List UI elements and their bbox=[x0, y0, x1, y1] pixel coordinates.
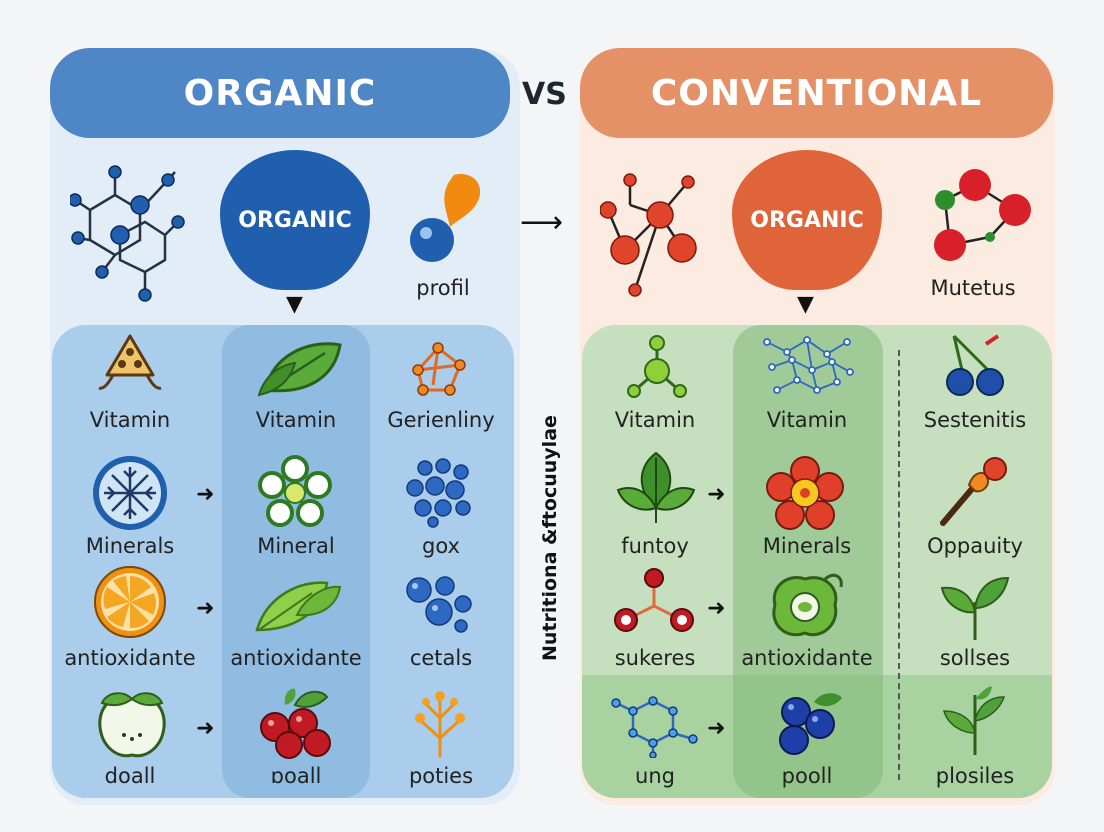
torch-icon bbox=[940, 457, 1007, 526]
leaf-icon bbox=[257, 342, 342, 397]
red-molecule-icon bbox=[600, 173, 697, 297]
conventional-cell-label: antioxidante bbox=[741, 646, 873, 670]
down-arrow-icon: ▼ bbox=[797, 292, 814, 317]
right-arrow-icon: ➜ bbox=[196, 482, 215, 507]
green-leaves-icon bbox=[616, 451, 696, 523]
vs-label: VS bbox=[522, 77, 567, 112]
conventional-cell-label: Vitamin bbox=[614, 408, 696, 432]
conventional-cell-label: pooll bbox=[781, 764, 833, 788]
conventional-cell-label: funtoy bbox=[621, 534, 689, 558]
organic-blob: ORGANIC bbox=[220, 150, 370, 290]
conventional-cell-label: Minerals bbox=[762, 534, 852, 558]
seed-pod-icon bbox=[772, 573, 843, 637]
organic-cell-label: Gerienliny bbox=[387, 408, 495, 432]
organic-cell-label: poties bbox=[408, 764, 474, 788]
right-arrow-icon: ➜ bbox=[196, 716, 215, 741]
conventional-cell-label: Oppauity bbox=[927, 534, 1023, 558]
conventional-blob: ORGANIC bbox=[732, 150, 882, 290]
down-arrow-icon: ▼ bbox=[286, 292, 303, 317]
blue-network-icon bbox=[763, 336, 854, 394]
droplet-bubbles-icon bbox=[410, 174, 481, 262]
berries-icon bbox=[260, 688, 331, 759]
young-plant-icon bbox=[943, 686, 1006, 755]
organic-cell-label: Mineral bbox=[257, 534, 335, 558]
organic-cell-label: doall bbox=[104, 764, 156, 788]
conventional-cell-label: sollses bbox=[939, 646, 1011, 670]
right-arrow-icon: ➜ bbox=[196, 596, 215, 621]
right-arrow-icon: ➜ bbox=[707, 482, 726, 507]
conventional-cell-label: Vitamin bbox=[766, 408, 848, 432]
organic-blob-label: ORGANIC bbox=[238, 207, 352, 233]
red-flower-icon bbox=[766, 456, 844, 530]
organic-cell-label: cetals bbox=[409, 646, 473, 670]
conventional-header: CONVENTIONAL bbox=[580, 48, 1053, 138]
branch-sprout-icon bbox=[415, 691, 465, 758]
white-flower-icon bbox=[258, 455, 332, 527]
conventional-cell-label: ung bbox=[635, 764, 675, 788]
conventional-cell-label: sukeres bbox=[614, 646, 696, 670]
organic-cell-label: Vitamin bbox=[89, 408, 171, 432]
red-green-molecule-icon bbox=[934, 169, 1031, 261]
organic-header: ORGANIC bbox=[50, 48, 510, 138]
green-molecule-icon bbox=[627, 335, 687, 398]
organic-cell-label: gox bbox=[422, 534, 460, 558]
orange-slice-icon bbox=[94, 566, 166, 638]
mutetus-label: Mutetus bbox=[930, 276, 1016, 300]
leaves-icon bbox=[255, 581, 342, 632]
conventional-cell-label: Sestenitis bbox=[923, 408, 1027, 432]
organic-cell-label: Minerals bbox=[85, 534, 175, 558]
right-arrow-icon: ➜ bbox=[707, 596, 726, 621]
blue-bubbles-small-icon bbox=[406, 576, 472, 633]
profil-label: profil bbox=[416, 276, 470, 300]
conventional-dashed-divider bbox=[898, 350, 900, 780]
right-arrow-icon: ⟶ bbox=[520, 205, 564, 240]
molecule-network-icon bbox=[70, 165, 185, 302]
apple-face-icon bbox=[98, 692, 166, 758]
hexagon-molecule-icon bbox=[611, 696, 698, 758]
red-nodes-icon bbox=[614, 568, 694, 632]
cherries-icon bbox=[946, 334, 1004, 396]
vertical-side-label: Nutritiona &ftocuuylae bbox=[539, 415, 561, 661]
organic-cell-label: ɒoall bbox=[270, 764, 322, 788]
right-arrow-icon: ➜ bbox=[707, 716, 726, 741]
network-nodes-icon bbox=[412, 342, 466, 396]
blueberries-icon bbox=[779, 693, 842, 755]
organic-cell-label: Vitamin bbox=[255, 408, 337, 432]
blue-bubbles-icon bbox=[406, 458, 471, 528]
snowflake-icon bbox=[93, 456, 167, 530]
organic-cell-label: antioxidante bbox=[230, 646, 362, 670]
sprout-seed-icon bbox=[98, 334, 162, 390]
organic-cell-label: antioxidante bbox=[64, 646, 196, 670]
conventional-cell-label: plosiles bbox=[935, 764, 1015, 788]
seedling-icon bbox=[940, 576, 1010, 640]
conventional-blob-label: ORGANIC bbox=[750, 207, 864, 233]
